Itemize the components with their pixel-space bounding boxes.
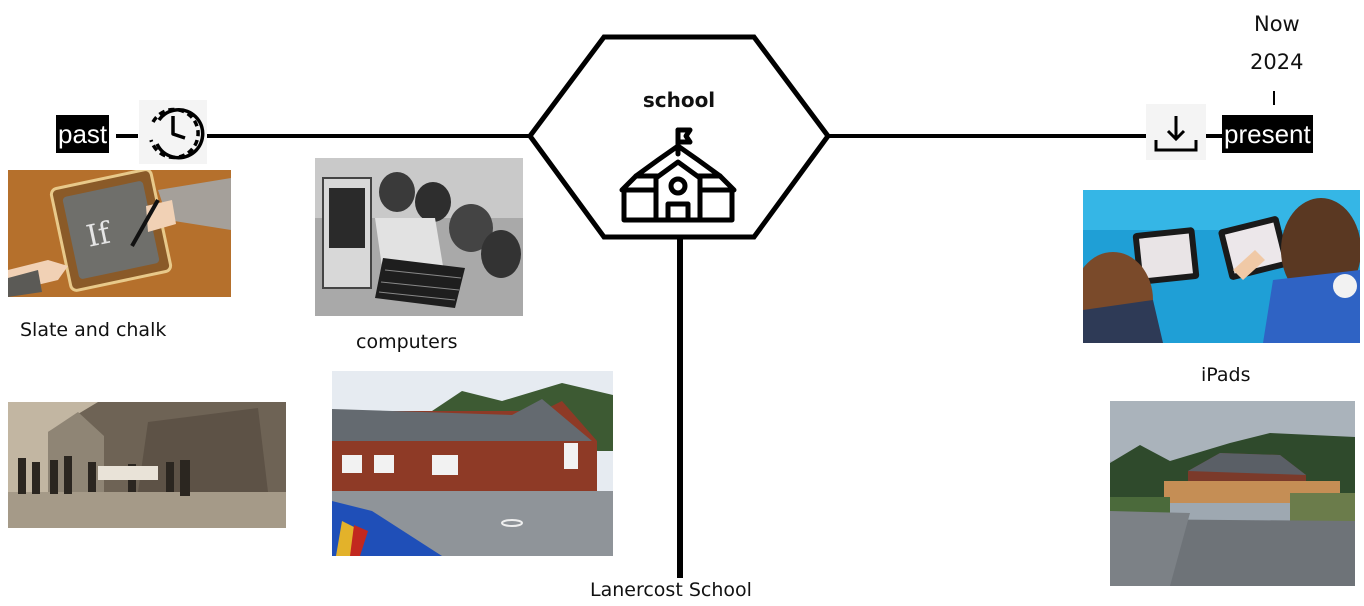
computers-caption: computers [356, 331, 458, 353]
school-building-photo [332, 371, 613, 556]
ipads-photo [1083, 190, 1360, 343]
timeline-line-right [828, 134, 1146, 138]
hexagon-title: school [642, 88, 716, 112]
past-label: past [56, 115, 110, 153]
schoolhouse-icon [619, 127, 737, 223]
center-caption: Lanercost School [590, 579, 752, 601]
history-clock-icon [139, 100, 207, 164]
year-label: 2024 [1250, 50, 1304, 74]
timeline-vertical-line [677, 238, 683, 578]
now-tick [1273, 91, 1275, 105]
ipads-caption: iPads [1201, 364, 1251, 386]
now-label: Now [1254, 12, 1300, 36]
school-now-photo [1110, 401, 1355, 586]
old-school-photo [8, 402, 286, 528]
present-label: present [1222, 115, 1313, 153]
slate-chalk-photo: If [8, 170, 231, 297]
timeline-right-connector [1206, 134, 1222, 138]
download-tray-icon [1146, 104, 1206, 160]
computers-photo [315, 158, 523, 316]
timeline-line-left [207, 134, 530, 138]
slate-caption: Slate and chalk [20, 319, 167, 341]
timeline-left-connector [116, 134, 138, 138]
